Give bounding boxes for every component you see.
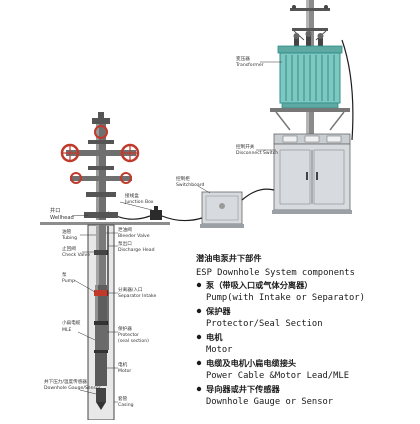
separator-label-en: Separator Intake [118,293,157,299]
legend-item-en: Protector/Seal Section [206,319,323,329]
legend-bullet [196,334,202,340]
mle-label-zh: 小扁电缆 [62,319,81,326]
legend-item-en: Motor [206,345,232,355]
wellhead-tree [66,112,136,220]
motor-label-en: Motor [118,368,131,374]
legend-item-en: Power Cable &Motor Lead/MLE [206,371,349,381]
service-cable [341,39,354,141]
pump-label-zh: 泵 [62,272,67,278]
disconnect-switch-cabinet [272,133,352,214]
valve-handwheels [60,125,140,184]
wellhead-label-en: Wellhead [50,215,74,221]
power-cable-mid [161,215,203,222]
switchboard-label-zh: 控制柜 [176,175,190,182]
casing-label-en: Casing [118,402,134,408]
check-valve-label-zh: 止回阀 [62,245,76,252]
downhole-right-labels: 泄油阀 Bleeder Valve 泵出口 Discharge Head 分离器… [106,226,157,408]
legend-bullet [196,308,202,314]
downhole-left-labels: 油管 Tubing 止回阀 Check Valve 泵 Pump 小扁电缆 ML… [44,228,101,395]
switchboard-label-en: Switchboard [176,182,205,188]
legend-item-zh: 导向器或井下传感器 [206,384,281,394]
junction-label-en: Junction Box [124,199,154,205]
legend-bullet [196,386,202,392]
transformer-label-en: Transformer [235,62,264,68]
bleeder-label-zh: 泄油阀 [118,226,132,233]
tubing-label-en: Tubing [61,235,77,241]
pump-label-en: Pump [62,278,75,284]
mle-label-en: MLE [62,327,72,333]
legend-item-en: Pump(with Intake or Separator) [206,293,365,303]
switchboard [200,191,244,228]
legend-item-zh: 保护器 [205,306,231,316]
legend-item-zh: 电机 [206,332,223,342]
disconnect-label-en: Disconnect Switch [236,150,278,156]
gauge-label-zh: 井下压力/温度传感器 [44,378,87,385]
motor-label-zh: 电机 [118,361,128,368]
tubing-label-zh: 油管 [62,228,72,235]
legend-title-zh: 潜油电泵井下部件 [196,253,262,263]
protector-label-en: Protector [118,332,139,338]
discharge-label-zh: 泵出口 [118,240,132,247]
seal-label-en: (seal section) [118,338,149,344]
junction-box [150,206,162,220]
transformer-label-zh: 变压器 [236,55,250,62]
components-legend: 潜油电泵井下部件 ESP Downhole System components … [196,253,365,407]
casing-label-zh: 套管 [118,395,128,402]
wellhead-label-zh: 井口 [50,206,60,214]
legend-title-en: ESP Downhole System components [196,268,355,278]
ground-line [40,222,170,225]
protector-label-zh: 保护器 [118,325,132,332]
separator-label-zh: 分离器/入口 [118,286,143,293]
junction-label-zh: 接线盒 [125,192,139,199]
legend-bullet [196,360,202,366]
legend-bullet [196,282,202,288]
power-cable-upper [241,188,275,201]
legend-item-zh: 泵（带吸入口或气体分离器） [206,280,312,290]
discharge-label-en: Discharge Head [118,247,155,253]
wellbore [87,224,115,421]
check-valve-label-en: Check Valve [62,252,90,258]
legend-item-zh: 电缆及电机小扁电缆接头 [206,358,296,368]
bleeder-label-en: Bleeder Valve [118,233,150,239]
disconnect-label-zh: 控制开关 [236,143,255,150]
legend-item-en: Downhole Gauge or Sensor [206,397,333,407]
gauge-label-en: Downhole Gauge/Sensor [44,385,101,391]
transformer [270,31,350,131]
